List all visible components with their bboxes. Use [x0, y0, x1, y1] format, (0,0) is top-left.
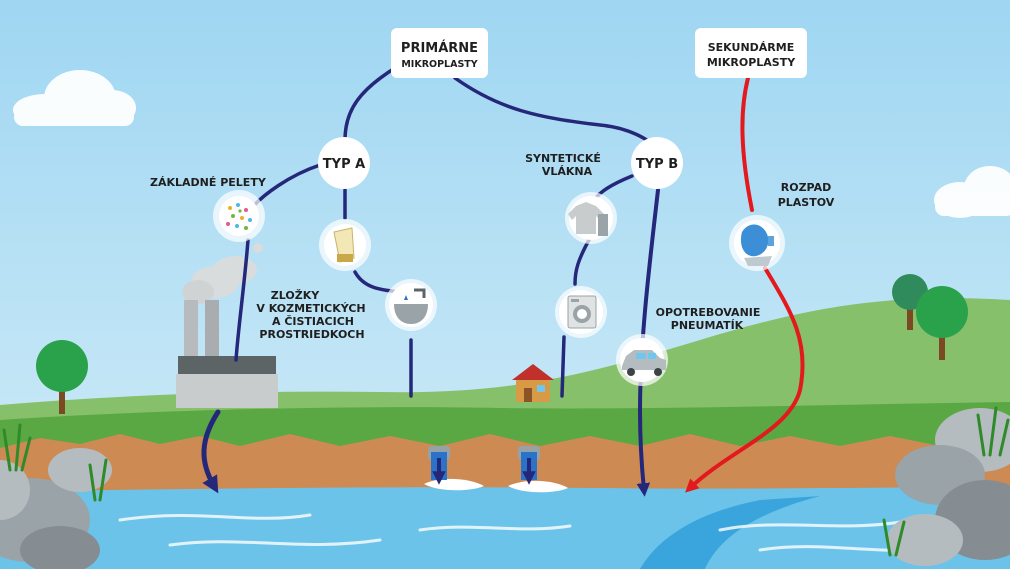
house [512, 364, 554, 402]
river-ripples [118, 513, 932, 552]
primary-title-line1: PRIMÁRNE [401, 40, 478, 56]
grass-tufts [2, 406, 1010, 557]
cosmetic-tube-icon [319, 219, 371, 271]
fibers-label-line: VLÁKNA [542, 165, 593, 178]
cosmetics-label: ZLOŽKY V KOZMETICKÝCH A ČISTIACICH PROST… [256, 289, 365, 341]
tyres-label: OPOTREBOVANIE PNEUMATÍK [656, 306, 761, 332]
breakdown-label-line: PLASTOV [778, 196, 835, 209]
cosmetics-label-line: A ČISTIACICH [272, 315, 354, 328]
tyres-label-line: OPOTREBOVANIE [656, 306, 761, 319]
washing-machine-icon [555, 286, 607, 338]
cosmetics-label-line: PROSTRIEDKOCH [259, 328, 364, 341]
pellets-icon [213, 190, 265, 242]
sink-icon [385, 279, 437, 331]
car-icon [616, 334, 668, 386]
clothes-icon [565, 192, 617, 244]
rocks-right [887, 408, 1010, 566]
path-primary-to-type-b [453, 76, 657, 150]
secondary-title-line2: MIKROPLASTY [707, 56, 796, 69]
fibers-label: SYNTETICKÉ VLÁKNA [525, 152, 601, 178]
path-pellets-down [234, 238, 250, 362]
cosmetics-label-line: V KOZMETICKÝCH [256, 302, 365, 315]
primary-microplastics-box: PRIMÁRNE MIKROPLASTY [391, 28, 488, 78]
secondary-title-line1: SEKUNDÁRME [708, 41, 794, 54]
pellets-label: ZÁKLADNÉ PELETY [150, 176, 267, 189]
primary-title-line2: MIKROPLASTY [401, 59, 477, 70]
rocks-left [0, 448, 112, 569]
breakdown-label-line: ROZPAD [781, 181, 832, 194]
breakdown-label: ROZPAD PLASTOV [778, 181, 835, 209]
type-b-node: TYP B [631, 137, 683, 189]
river-deep [640, 496, 820, 569]
secondary-microplastics-box: SEKUNDÁRME MIKROPLASTY [695, 28, 807, 78]
cloud-left [13, 70, 136, 126]
fibers-label-line: SYNTETICKÉ [525, 152, 601, 165]
type-b-label: TYP B [636, 157, 678, 172]
cloud-right [934, 166, 1010, 218]
plastic-bag-icon [729, 215, 785, 271]
path-washer-drain [560, 335, 566, 398]
soil-bank [0, 434, 1010, 500]
path-primary-to-type-a [343, 66, 397, 142]
arrow-secondary-to-river [690, 76, 805, 488]
type-a-label: TYP A [323, 157, 365, 172]
cosmetics-label-line: ZLOŽKY [271, 289, 320, 302]
tree-right-front [916, 286, 968, 360]
tree-left [36, 340, 88, 414]
tyres-label-line: PNEUMATÍK [671, 319, 744, 332]
arrow-factory-to-river [201, 409, 221, 494]
type-a-node: TYP A [318, 137, 370, 189]
